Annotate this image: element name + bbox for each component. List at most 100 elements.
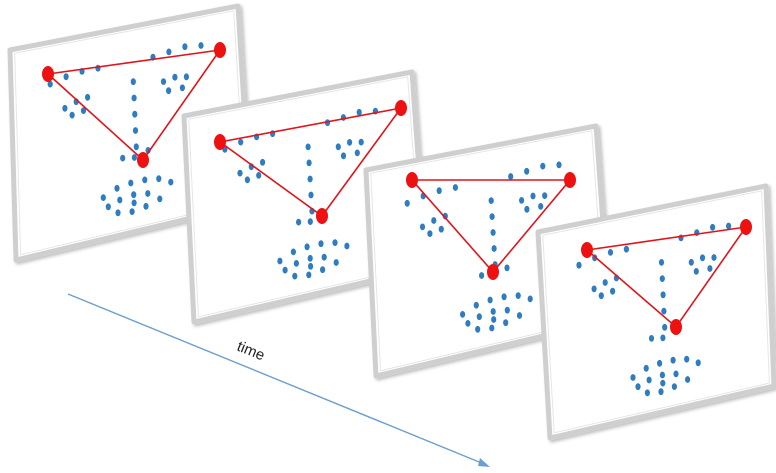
landmark-dot xyxy=(143,202,149,210)
landmark-dot xyxy=(320,266,326,274)
landmark-dot xyxy=(166,48,172,56)
landmark-dot xyxy=(476,313,482,321)
landmark-dot xyxy=(160,78,167,85)
landmark-dot xyxy=(307,218,313,226)
landmark-dot xyxy=(658,259,665,266)
triangle-vertex xyxy=(487,264,499,280)
landmark-dot xyxy=(130,78,136,86)
landmark-dot xyxy=(282,266,288,274)
landmark-dot xyxy=(699,254,706,262)
landmark-dot xyxy=(602,279,608,286)
landmark-dot xyxy=(69,111,75,119)
landmark-dot xyxy=(356,108,362,116)
landmark-triangle xyxy=(46,48,222,162)
landmark-dot xyxy=(538,203,544,210)
landmark-dot xyxy=(508,173,514,180)
landmark-triangle xyxy=(585,225,748,329)
landmark-dot xyxy=(47,80,53,88)
landmark-dot xyxy=(80,107,87,114)
landmark-dot xyxy=(695,359,701,367)
landmark-dot xyxy=(643,364,649,372)
landmark-dot xyxy=(661,307,667,315)
landmark-dot xyxy=(591,285,597,293)
landmark-dot xyxy=(685,376,691,383)
triangle-vertex xyxy=(42,66,54,82)
landmark-dot xyxy=(431,217,437,224)
landmark-dot xyxy=(95,64,101,72)
triangle-vertex xyxy=(395,100,407,116)
landmark-dot xyxy=(318,240,324,248)
landmark-dot xyxy=(487,296,493,304)
landmark-dot xyxy=(156,175,162,183)
landmark-dot xyxy=(172,73,178,81)
landmark-dot xyxy=(556,161,562,169)
landmark-dot xyxy=(490,229,496,236)
frame-inner-edge xyxy=(542,190,770,434)
landmark-dot xyxy=(306,159,312,167)
landmark-dot xyxy=(452,184,458,191)
landmark-dot xyxy=(293,260,299,267)
landmark-dot xyxy=(354,149,360,157)
landmark-dot xyxy=(131,154,137,161)
landmark-dot xyxy=(333,259,339,266)
landmark-dot xyxy=(711,254,717,261)
landmark-dot xyxy=(646,376,652,384)
landmark-dot xyxy=(524,205,530,213)
landmark-dot xyxy=(115,209,121,217)
time-arrow-head xyxy=(478,458,490,467)
landmark-dot xyxy=(62,104,68,112)
landmark-dot xyxy=(607,249,614,256)
landmark-dot xyxy=(688,258,694,266)
landmark-dot xyxy=(133,143,139,151)
landmark-dot xyxy=(128,179,134,187)
landmark-dot xyxy=(292,272,298,280)
landmark-dot xyxy=(105,203,111,211)
landmark-dot xyxy=(404,199,410,207)
landmark-dot xyxy=(623,245,630,253)
landmark-dot xyxy=(659,371,666,379)
landmark-dot xyxy=(85,93,91,101)
landmark-dot xyxy=(132,127,139,134)
triangle-vertex xyxy=(581,242,593,258)
triangle-vertex xyxy=(670,319,682,335)
landmark-dot xyxy=(479,272,485,279)
landmark-dot xyxy=(304,243,310,251)
landmark-dot xyxy=(131,191,137,199)
landmark-triangle xyxy=(218,106,403,218)
landmark-dot xyxy=(515,292,521,299)
landmark-dot xyxy=(131,199,137,207)
landmark-dot xyxy=(489,213,495,221)
landmark-dot xyxy=(635,383,641,391)
landmark-dot xyxy=(659,275,665,282)
landmark-dot xyxy=(179,84,185,92)
landmark-dot xyxy=(648,335,655,342)
landmark-dot xyxy=(296,218,302,226)
landmark-dot xyxy=(527,295,533,303)
landmark-dot xyxy=(145,190,151,197)
landmark-dot xyxy=(657,359,663,367)
landmark-dot xyxy=(308,262,314,270)
landmark-dot xyxy=(530,192,536,200)
landmark-dot xyxy=(260,158,266,166)
landmark-dot xyxy=(157,195,163,203)
landmark-dot xyxy=(490,308,496,315)
landmark-dot xyxy=(473,301,479,309)
landmark-dot xyxy=(693,268,699,275)
landmark-dot xyxy=(501,293,507,301)
landmark-dot xyxy=(516,312,523,319)
triangle-vertex xyxy=(406,172,418,188)
landmark-dot xyxy=(660,379,666,387)
landmark-dot xyxy=(358,138,364,146)
landmark-dot xyxy=(670,356,676,364)
landmark-dot xyxy=(710,223,716,231)
landmark-dot xyxy=(726,222,732,230)
landmark-dot xyxy=(489,324,495,332)
landmark-dot xyxy=(238,138,244,146)
landmark-dot xyxy=(308,191,314,199)
landmark-dot xyxy=(198,42,204,49)
landmark-dot xyxy=(542,192,548,200)
landmark-dot xyxy=(332,239,338,247)
landmark-dot xyxy=(576,261,582,269)
landmark-dot xyxy=(519,197,525,204)
